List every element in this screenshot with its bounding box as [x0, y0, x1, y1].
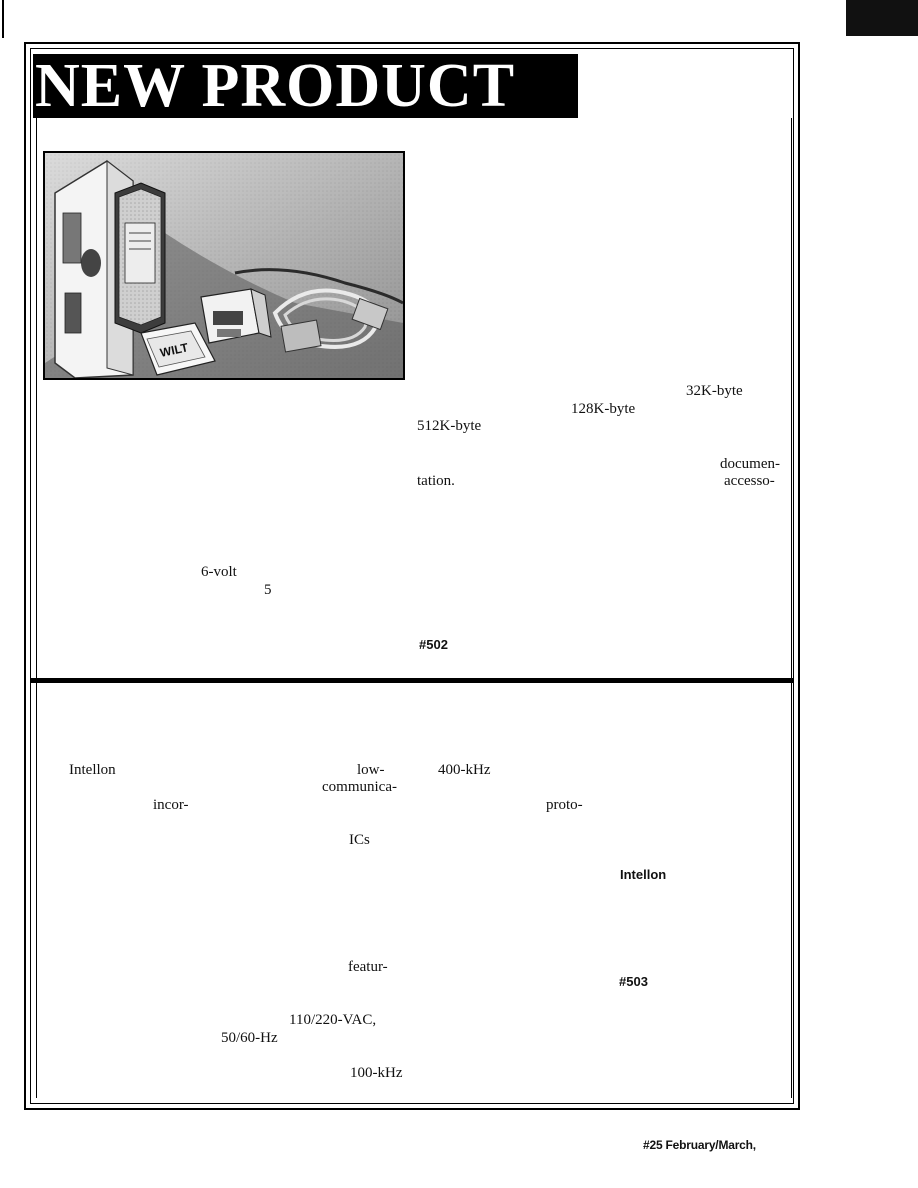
- text-fragment-ics: ICs: [349, 832, 370, 848]
- text-fragment-intellon-bold: Intellon: [620, 867, 667, 882]
- disk-label: WILT: [159, 340, 190, 360]
- text-fragment-documen: documen-: [720, 456, 780, 472]
- issue-footer: #25 February/March,: [643, 1138, 756, 1152]
- text-fragment-400khz: 400-kHz: [438, 762, 491, 778]
- page-frame-outer: [24, 42, 800, 1110]
- column-rule-left: [36, 118, 37, 1098]
- crop-mark: [2, 0, 4, 38]
- text-fragment-6volt: 6-volt: [201, 564, 237, 580]
- text-fragment-featur: featur-: [348, 959, 388, 975]
- text-fragment-hz: 50/60-Hz: [221, 1030, 278, 1046]
- text-fragment-512k: 512K-byte: [417, 418, 482, 434]
- text-fragment-proto: proto-: [546, 797, 583, 813]
- text-fragment-5: 5: [264, 582, 272, 598]
- product-photo: WILT: [43, 151, 405, 380]
- page-frame-inner: [30, 48, 794, 1104]
- text-fragment-32k: 32K-byte: [686, 383, 743, 399]
- page-corner-tab: [846, 0, 918, 36]
- text-fragment-tation: tation.: [417, 473, 455, 489]
- reader-service-502: #502: [419, 637, 448, 652]
- text-fragment-low: low-: [357, 762, 385, 778]
- text-fragment-128k: 128K-byte: [571, 401, 636, 417]
- text-fragment-100khz: 100-kHz: [350, 1065, 403, 1081]
- text-fragment-intellon: Intellon: [69, 762, 116, 778]
- section-divider: [30, 678, 794, 683]
- column-rule-right: [791, 118, 792, 1098]
- text-fragment-vac: 110/220-VAC,: [289, 1012, 377, 1028]
- text-fragment-incor: incor-: [153, 797, 189, 813]
- text-fragment-accesso: accesso-: [724, 473, 775, 489]
- text-fragment-communica: communica-: [322, 779, 397, 795]
- section-banner-title: NEW PRODUCT: [33, 54, 578, 118]
- reader-service-503: #503: [619, 974, 648, 989]
